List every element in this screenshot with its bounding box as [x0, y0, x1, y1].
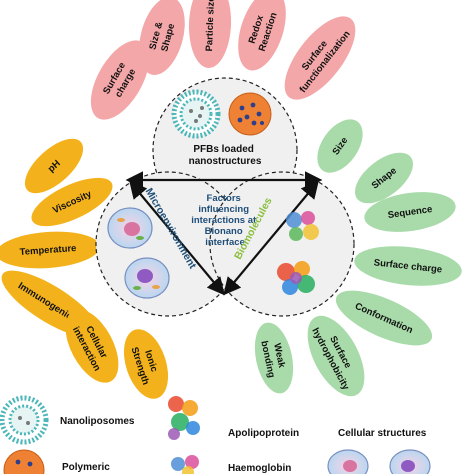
petal-viscosity: Viscosity: [31, 177, 113, 227]
polymeric-nanoparticle-icon: [228, 92, 272, 136]
microenvironment-property-petals: pH Viscosity Temperature Immunogenicity …: [0, 138, 169, 399]
petal-surface-charge-bio: Surface charge: [354, 246, 462, 286]
petal-temperature: Temperature: [0, 231, 100, 269]
factor-triangle: [125, 171, 323, 296]
petal-redox-reaction: Redox Reaction: [238, 0, 286, 71]
legend-haemoglobin-icon: [171, 455, 199, 474]
legend-cell-icon: [389, 449, 431, 474]
petal-surface-charge: Surface charge: [90, 40, 150, 120]
legend-cellular-structures-label: Cellular structures: [338, 428, 427, 439]
factors-heading: Factors influencing interactions at Bion…: [191, 193, 259, 248]
cell-icon: [124, 257, 170, 299]
arrow-left: [129, 180, 225, 296]
protein-icon: [286, 211, 319, 241]
nanoliposome-icon: [171, 89, 221, 139]
petal-shape: Shape: [355, 152, 413, 204]
petal-sequence: Sequence: [364, 192, 456, 232]
legend-cell-icon: [327, 449, 369, 474]
petal-label: Particle size: [204, 0, 217, 52]
legend-nanoliposome-icon: [0, 395, 49, 445]
cell-icon: [107, 207, 153, 249]
arrow-right: [223, 180, 319, 296]
nanostructures-title: PFBs loaded nanostructures: [189, 144, 262, 167]
legend-polymeric-icon: [3, 449, 45, 474]
petal-size-shape: Size & Shape: [139, 0, 185, 76]
petal-surface-functionalization: Surface functionalization: [284, 16, 356, 100]
legend: Nanoliposomes Polymeric Apolipoprotein H…: [0, 395, 431, 474]
petal-particle-size: Particle size: [188, 0, 232, 68]
legend-nanoliposomes-label: Nanoliposomes: [60, 416, 135, 427]
legend-apolipoprotein-label: Apolipoprotein: [228, 428, 299, 439]
legend-polymeric-label: Polymeric: [62, 462, 110, 473]
protein-icon: [277, 261, 315, 295]
legend-apolipoprotein-icon: [168, 396, 200, 440]
petal-surface-hydrophobicity: Surface hydrophobicity: [307, 315, 365, 397]
petal-weak-bonding: Weak bonding: [254, 322, 294, 394]
petal-ph: pH: [24, 138, 84, 194]
petal-ionic-strength: Ionic Strength: [123, 329, 169, 399]
petal-size: Size: [317, 119, 363, 173]
biomolecule-property-petals: Size Shape Sequence Surface charge Confo…: [254, 119, 462, 397]
legend-haemoglobin-label: Haemoglobin: [228, 463, 291, 474]
petal-label: Temperature: [19, 243, 76, 258]
